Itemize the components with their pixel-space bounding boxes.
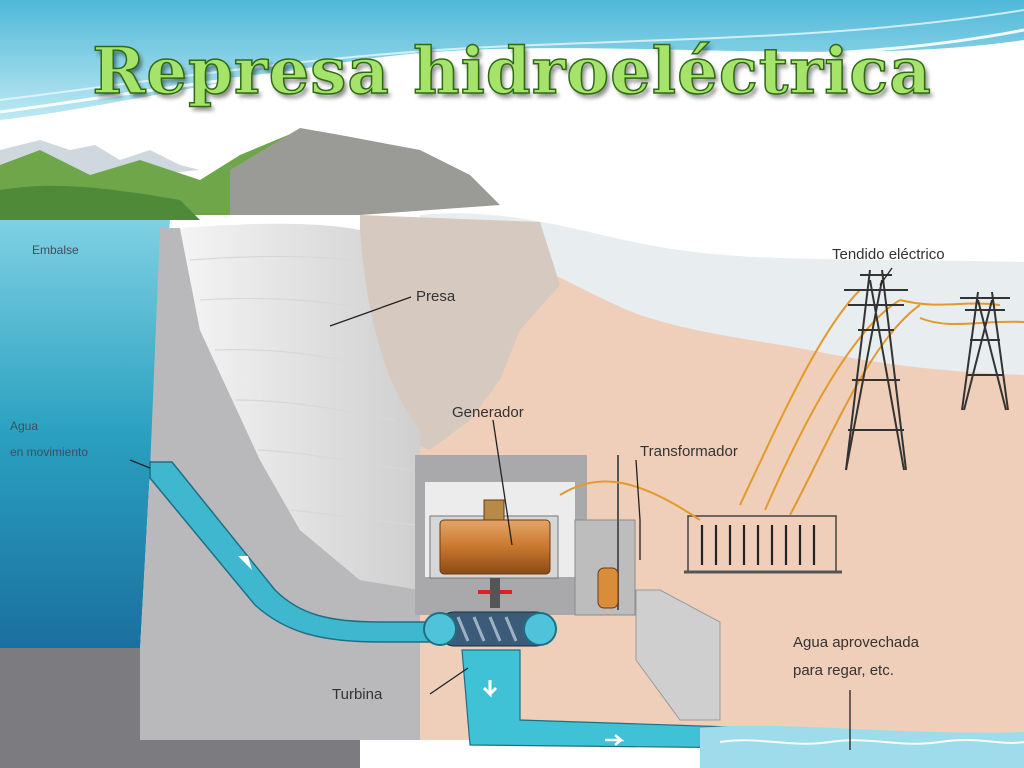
leader-lines: [129, 267, 893, 750]
dam-body: [140, 228, 420, 740]
substation: [684, 515, 842, 574]
label-presa: Presa: [416, 288, 456, 305]
mountains: [0, 128, 500, 220]
label-transformador: Transformador: [640, 443, 738, 460]
penstock-arrow: [238, 556, 252, 570]
transformer: [597, 455, 619, 610]
draft-arrow: [482, 680, 498, 698]
reservoir-water: [0, 220, 170, 650]
label-turbina: Turbina: [332, 686, 383, 703]
label-generador: Generador: [452, 404, 524, 421]
outflow-arrow: [605, 734, 625, 746]
label-tendido-electrico: Tendido eléctrico: [832, 246, 945, 263]
label-regar-line1: Agua aprovechada: [793, 634, 919, 651]
tailrace-spillway: [635, 589, 721, 721]
label-agua-line1: Agua: [10, 419, 39, 433]
turbine: [423, 611, 557, 647]
transmission-tower-2: [960, 291, 1010, 411]
river-outlet: [700, 725, 1024, 768]
header-swoosh: [0, 0, 1024, 120]
generator: [429, 499, 559, 608]
label-regar-line2: para regar, etc.: [793, 662, 894, 679]
rocky-ridge: [360, 215, 560, 450]
label-agua-line2: en movimiento: [10, 445, 89, 459]
power-lines: [559, 289, 1024, 521]
page-title: Represa hidroeléctrica: [91, 33, 932, 110]
transmission-tower-1: [844, 269, 908, 471]
dam-arch-lines: [189, 255, 416, 526]
label-embalse: Embalse: [32, 243, 79, 257]
